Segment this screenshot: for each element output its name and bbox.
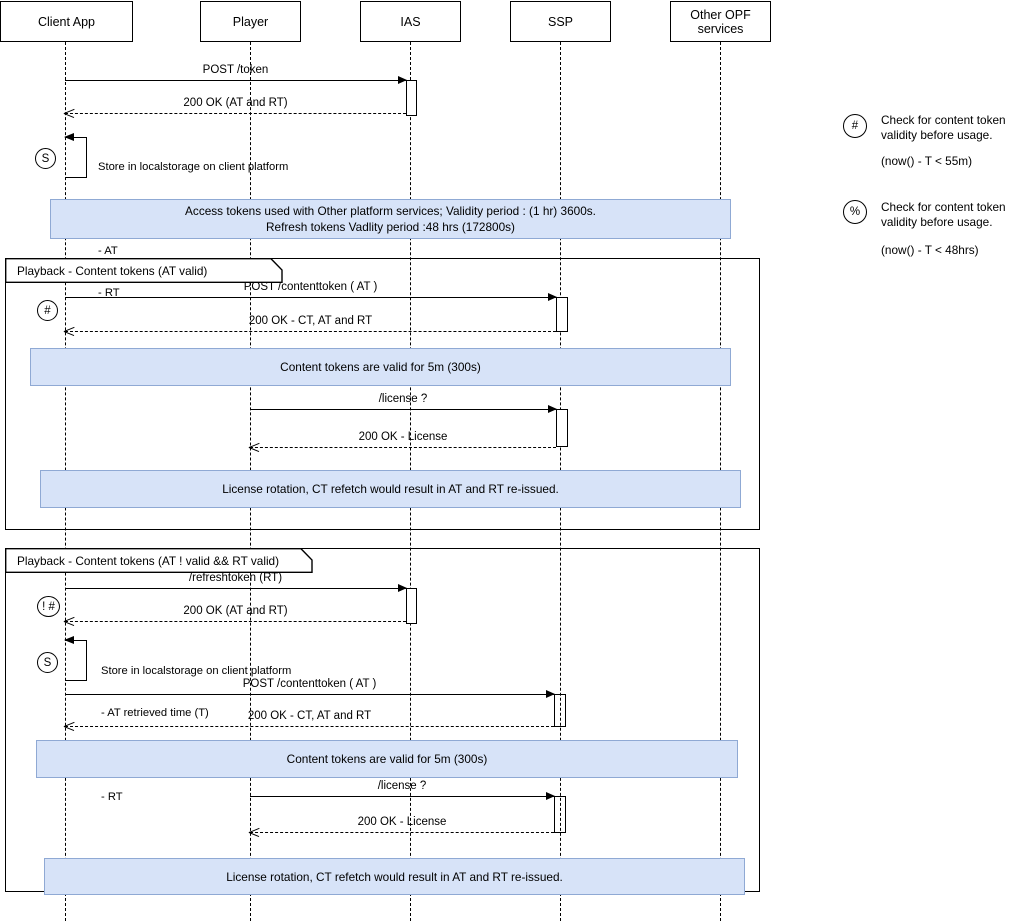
message-label: POST /contenttoken ( AT ) bbox=[243, 281, 378, 293]
message-line bbox=[65, 588, 406, 589]
message-line bbox=[250, 409, 556, 410]
message-label: 200 OK (AT and RT) bbox=[183, 605, 288, 617]
arrowhead-right-icon bbox=[546, 689, 555, 698]
self-message-item: - RT bbox=[98, 287, 120, 299]
self-message-bottom-line bbox=[65, 680, 87, 681]
legend-description: Check for content token validity before … bbox=[881, 113, 1006, 142]
self-message-title: Store in localstorage on client platform bbox=[98, 161, 289, 173]
arrowhead-right-icon bbox=[398, 583, 407, 592]
activation-ssp-contenttoken-2 bbox=[554, 694, 566, 727]
self-message-item: - AT bbox=[98, 245, 118, 257]
note-line: Refresh tokens Vadlity period :48 hrs (1… bbox=[266, 220, 515, 234]
note-license-rotation-2: License rotation, CT refetch would resul… bbox=[44, 858, 745, 895]
message-label: 200 OK - License bbox=[357, 816, 447, 828]
self-message-side-line bbox=[86, 137, 87, 178]
note-line: Content tokens are valid for 5m (300s) bbox=[286, 752, 488, 766]
message-line bbox=[65, 297, 556, 298]
activation-ias-refreshtoken bbox=[406, 588, 417, 624]
note-line: Access tokens used with Other platform s… bbox=[185, 204, 596, 218]
participant-ssp[interactable]: SSP bbox=[510, 1, 611, 42]
activation-ssp-license-2 bbox=[554, 796, 566, 833]
marker-not-hash: ! # bbox=[37, 596, 60, 617]
arrowhead-left-icon bbox=[64, 132, 74, 141]
fragment-label-text: Playback - Content tokens (AT ! valid &&… bbox=[17, 553, 280, 568]
marker-glyph: # bbox=[851, 120, 859, 132]
note-line: Content tokens are valid for 5m (300s) bbox=[280, 360, 481, 374]
participant-other-opf[interactable]: Other OPF services bbox=[670, 1, 771, 42]
activation-ias-token bbox=[406, 80, 417, 116]
message-label: 200 OK - License bbox=[358, 431, 448, 443]
fragment-label-playback-at-invalid-rt-valid: Playback - Content tokens (AT ! valid &&… bbox=[5, 548, 313, 573]
arrowhead-right-icon bbox=[548, 292, 557, 301]
message-line bbox=[65, 113, 406, 114]
activation-ssp-license-1 bbox=[556, 409, 568, 447]
self-message-item: - RT bbox=[101, 791, 123, 803]
message-line bbox=[65, 726, 554, 727]
self-message-item: - AT retrieved time (T) bbox=[101, 707, 209, 719]
arrowhead-left-icon bbox=[64, 635, 74, 644]
note-license-rotation-1: License rotation, CT refetch would resul… bbox=[40, 470, 741, 508]
self-message-bottom-line bbox=[65, 177, 87, 178]
legend-description: Check for content token validity before … bbox=[881, 200, 1006, 229]
message-label: /license ? bbox=[377, 780, 427, 792]
fragment-label-shape bbox=[5, 258, 283, 283]
marker-glyph: % bbox=[849, 206, 861, 218]
participant-ias[interactable]: IAS bbox=[360, 1, 461, 42]
participant-label: IAS bbox=[400, 14, 421, 29]
message-line bbox=[65, 694, 554, 695]
message-line bbox=[65, 331, 556, 332]
participant-client-app[interactable]: Client App bbox=[0, 1, 133, 42]
self-message-store-localstorage-1[interactable] bbox=[64, 132, 87, 178]
message-label: 200 OK (AT and RT) bbox=[183, 97, 288, 109]
marker-glyph: S bbox=[41, 152, 50, 165]
legend-condition: (now() - T < 48hrs) bbox=[881, 243, 979, 257]
message-label: POST /token bbox=[202, 64, 269, 76]
self-message-top-line bbox=[65, 640, 87, 641]
arrowhead-right-icon bbox=[398, 75, 407, 84]
message-label: POST /contenttoken ( AT ) bbox=[242, 678, 377, 690]
note-line: License rotation, CT refetch would resul… bbox=[222, 482, 559, 496]
marker-glyph: ! # bbox=[42, 600, 55, 613]
participant-label: Client App bbox=[38, 14, 95, 29]
self-message-side-line bbox=[86, 640, 87, 681]
participant-label: SSP bbox=[547, 14, 573, 29]
message-line bbox=[250, 796, 554, 797]
legend-marker-hash-icon: # bbox=[843, 114, 867, 138]
message-label: /license ? bbox=[378, 393, 428, 405]
participant-label: Player bbox=[232, 14, 269, 29]
marker-glyph: # bbox=[44, 304, 51, 317]
note-line: License rotation, CT refetch would resul… bbox=[226, 869, 563, 884]
fragment-label-text: Playback - Content tokens (AT valid) bbox=[17, 263, 208, 278]
participant-label: Other OPF services bbox=[690, 7, 751, 36]
activation-ssp-contenttoken-1 bbox=[556, 297, 568, 332]
message-label: /refreshtoken (RT) bbox=[188, 572, 283, 584]
self-message-note-2: Store in localstorage on client platform… bbox=[101, 636, 291, 832]
message-label: 200 OK - CT, AT and RT bbox=[247, 710, 372, 722]
marker-hash-1: # bbox=[37, 300, 58, 321]
note-access-token-validity: Access tokens used with Other platform s… bbox=[50, 199, 731, 239]
message-label: 200 OK - CT, AT and RT bbox=[248, 315, 373, 327]
note-content-token-validity-2: Content tokens are valid for 5m (300s) bbox=[36, 740, 738, 778]
legend-condition: (now() - T < 55m) bbox=[881, 154, 973, 168]
note-content-token-validity-1: Content tokens are valid for 5m (300s) bbox=[30, 348, 731, 386]
arrowhead-right-icon bbox=[548, 404, 557, 413]
fragment-playback-at-valid bbox=[5, 258, 760, 530]
marker-store-s-1: S bbox=[35, 148, 56, 169]
message-line bbox=[250, 832, 554, 833]
participant-player[interactable]: Player bbox=[200, 1, 301, 42]
message-line bbox=[65, 80, 406, 81]
marker-glyph: S bbox=[43, 656, 52, 669]
arrowhead-right-icon bbox=[546, 791, 555, 800]
self-message-title: Store in localstorage on client platform bbox=[101, 665, 292, 677]
message-line bbox=[250, 447, 556, 448]
self-message-top-line bbox=[65, 137, 87, 138]
fragment-label-shape bbox=[5, 548, 313, 573]
message-line bbox=[65, 621, 406, 622]
fragment-label-playback-at-valid: Playback - Content tokens (AT valid) bbox=[5, 258, 283, 283]
legend-marker-percent-icon: % bbox=[843, 200, 867, 224]
self-message-store-localstorage-2[interactable] bbox=[64, 635, 87, 681]
marker-store-s-2: S bbox=[37, 652, 58, 673]
